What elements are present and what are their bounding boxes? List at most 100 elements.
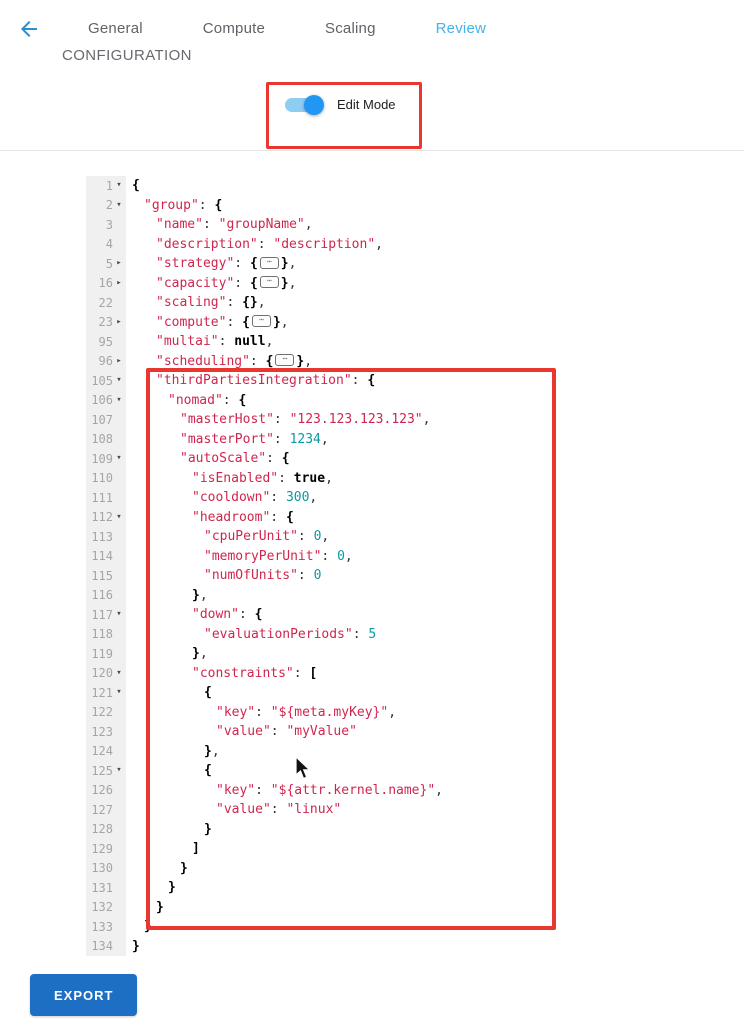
code-token: { xyxy=(204,685,212,700)
gutter-line-number[interactable]: 117▾ xyxy=(86,605,126,625)
code-token: } xyxy=(296,353,305,369)
code-line-121[interactable]: { xyxy=(132,683,744,703)
line-number: 5 xyxy=(105,256,113,271)
code-token: "value" xyxy=(216,802,271,817)
code-line-133[interactable]: } xyxy=(132,917,744,937)
gutter-line-number: 129 xyxy=(86,839,126,859)
code-token: "description" xyxy=(156,236,258,252)
code-line-116[interactable]: }, xyxy=(132,586,744,606)
code-token: } xyxy=(280,275,289,291)
code-line-132[interactable]: } xyxy=(132,898,744,918)
code-line-112[interactable]: "headroom": { xyxy=(132,508,744,528)
tab-scaling[interactable]: Scaling xyxy=(325,20,376,37)
code-line-4[interactable]: "description": "description", xyxy=(132,235,744,255)
gutter-line-number[interactable]: 5▸ xyxy=(86,254,126,274)
collapsed-fold-icon[interactable]: ⋯ xyxy=(259,276,279,288)
fold-closed-icon[interactable]: ▸ xyxy=(116,316,122,327)
code-line-23[interactable]: "compute": {⋯}, xyxy=(132,313,744,333)
gutter-line-number[interactable]: 96▸ xyxy=(86,352,126,372)
fold-open-icon[interactable]: ▾ xyxy=(116,375,122,386)
code-line-130[interactable]: } xyxy=(132,859,744,879)
gutter-line-number[interactable]: 109▾ xyxy=(86,449,126,469)
gutter-line-number[interactable]: 2▾ xyxy=(86,196,126,216)
tab-compute[interactable]: Compute xyxy=(202,20,266,37)
code-line-123[interactable]: "value": "myValue" xyxy=(132,722,744,742)
fold-open-icon[interactable]: ▾ xyxy=(116,199,122,210)
code-line-1[interactable]: { xyxy=(132,176,744,196)
gutter-line-number[interactable]: 106▾ xyxy=(86,391,126,411)
code-token: : xyxy=(198,197,215,213)
code-token: , xyxy=(257,295,266,310)
gutter-line-number[interactable]: 121▾ xyxy=(86,683,126,703)
code-line-110[interactable]: "isEnabled": true, xyxy=(132,469,744,489)
code-token: : xyxy=(273,431,290,447)
export-button[interactable]: EXPORT xyxy=(30,974,138,1016)
code-line-95[interactable]: "multai": null, xyxy=(132,332,744,352)
editor-code[interactable]: {"group": {"name": "groupName","descript… xyxy=(126,176,744,956)
back-arrow-icon[interactable] xyxy=(16,16,42,42)
fold-open-icon[interactable]: ▾ xyxy=(116,453,122,464)
gutter-line-number[interactable]: 23▸ xyxy=(86,313,126,333)
tab-review[interactable]: Review xyxy=(435,20,487,37)
gutter-line-number[interactable]: 1▾ xyxy=(86,176,126,196)
code-line-106[interactable]: "nomad": { xyxy=(132,391,744,411)
line-number: 133 xyxy=(91,919,113,934)
gutter-line-number[interactable]: 112▾ xyxy=(86,508,126,528)
code-line-126[interactable]: "key": "${attr.kernel.name}", xyxy=(132,781,744,801)
code-line-124[interactable]: }, xyxy=(132,742,744,762)
code-line-16[interactable]: "capacity": {⋯}, xyxy=(132,274,744,294)
code-line-119[interactable]: }, xyxy=(132,644,744,664)
code-token: "scaling" xyxy=(156,295,227,310)
code-line-117[interactable]: "down": { xyxy=(132,605,744,625)
collapsed-fold-icon[interactable]: ⋯ xyxy=(275,354,295,366)
code-token: "isEnabled" xyxy=(192,470,279,486)
code-line-128[interactable]: } xyxy=(132,820,744,840)
code-line-5[interactable]: "strategy": {⋯}, xyxy=(132,254,744,274)
back-arrow-svg xyxy=(21,21,37,37)
code-token: "value" xyxy=(216,724,271,739)
tab-general[interactable]: General xyxy=(88,20,143,37)
line-number: 121 xyxy=(91,685,113,700)
code-line-125[interactable]: { xyxy=(132,761,744,781)
code-line-120[interactable]: "constraints": [ xyxy=(132,664,744,684)
code-line-96[interactable]: "scheduling": {⋯}, xyxy=(132,352,744,372)
fold-open-icon[interactable]: ▾ xyxy=(116,687,122,698)
gutter-line-number[interactable]: 125▾ xyxy=(86,761,126,781)
code-line-109[interactable]: "autoScale": { xyxy=(132,449,744,469)
edit-mode-toggle[interactable] xyxy=(285,94,324,115)
code-line-108[interactable]: "masterPort": 1234, xyxy=(132,430,744,450)
collapsed-fold-icon[interactable]: ⋯ xyxy=(259,256,279,269)
code-line-134[interactable]: } xyxy=(132,937,744,957)
code-line-122[interactable]: "key": "${meta.myKey}", xyxy=(132,703,744,723)
code-line-118[interactable]: "evaluationPeriods": 5 xyxy=(132,625,744,645)
code-line-3[interactable]: "name": "groupName", xyxy=(132,215,744,235)
code-line-111[interactable]: "cooldown": 300, xyxy=(132,488,744,508)
code-line-127[interactable]: "value": "linux" xyxy=(132,800,744,820)
gutter-line-number: 118 xyxy=(86,625,126,645)
fold-closed-icon[interactable]: ▸ xyxy=(116,258,122,269)
fold-closed-icon[interactable]: ▸ xyxy=(116,355,122,366)
gutter-line-number[interactable]: 120▾ xyxy=(86,664,126,684)
fold-open-icon[interactable]: ▾ xyxy=(116,667,122,678)
fold-open-icon[interactable]: ▾ xyxy=(116,765,122,776)
code-line-131[interactable]: } xyxy=(132,878,744,898)
code-line-114[interactable]: "memoryPerUnit": 0, xyxy=(132,547,744,567)
fold-open-icon[interactable]: ▾ xyxy=(116,394,122,405)
code-token: } xyxy=(280,256,289,271)
code-line-2[interactable]: "group": { xyxy=(132,196,744,216)
fold-open-icon[interactable]: ▾ xyxy=(116,511,122,522)
gutter-line-number[interactable]: 105▾ xyxy=(86,371,126,391)
code-line-113[interactable]: "cpuPerUnit": 0, xyxy=(132,527,744,547)
code-line-115[interactable]: "numOfUnits": 0 xyxy=(132,566,744,586)
fold-open-icon[interactable]: ▾ xyxy=(116,609,122,620)
collapsed-fold-icon[interactable]: ⋯ xyxy=(251,315,271,327)
fold-open-icon[interactable]: ▾ xyxy=(116,180,122,191)
code-line-105[interactable]: "thirdPartiesIntegration": { xyxy=(132,371,744,391)
code-line-107[interactable]: "masterHost": "123.123.123.123", xyxy=(132,410,744,430)
code-line-22[interactable]: "scaling": {}, xyxy=(132,293,744,313)
gutter-line-number[interactable]: 16▸ xyxy=(86,274,126,294)
code-line-129[interactable]: ] xyxy=(132,839,744,859)
fold-closed-icon[interactable]: ▸ xyxy=(116,277,122,288)
